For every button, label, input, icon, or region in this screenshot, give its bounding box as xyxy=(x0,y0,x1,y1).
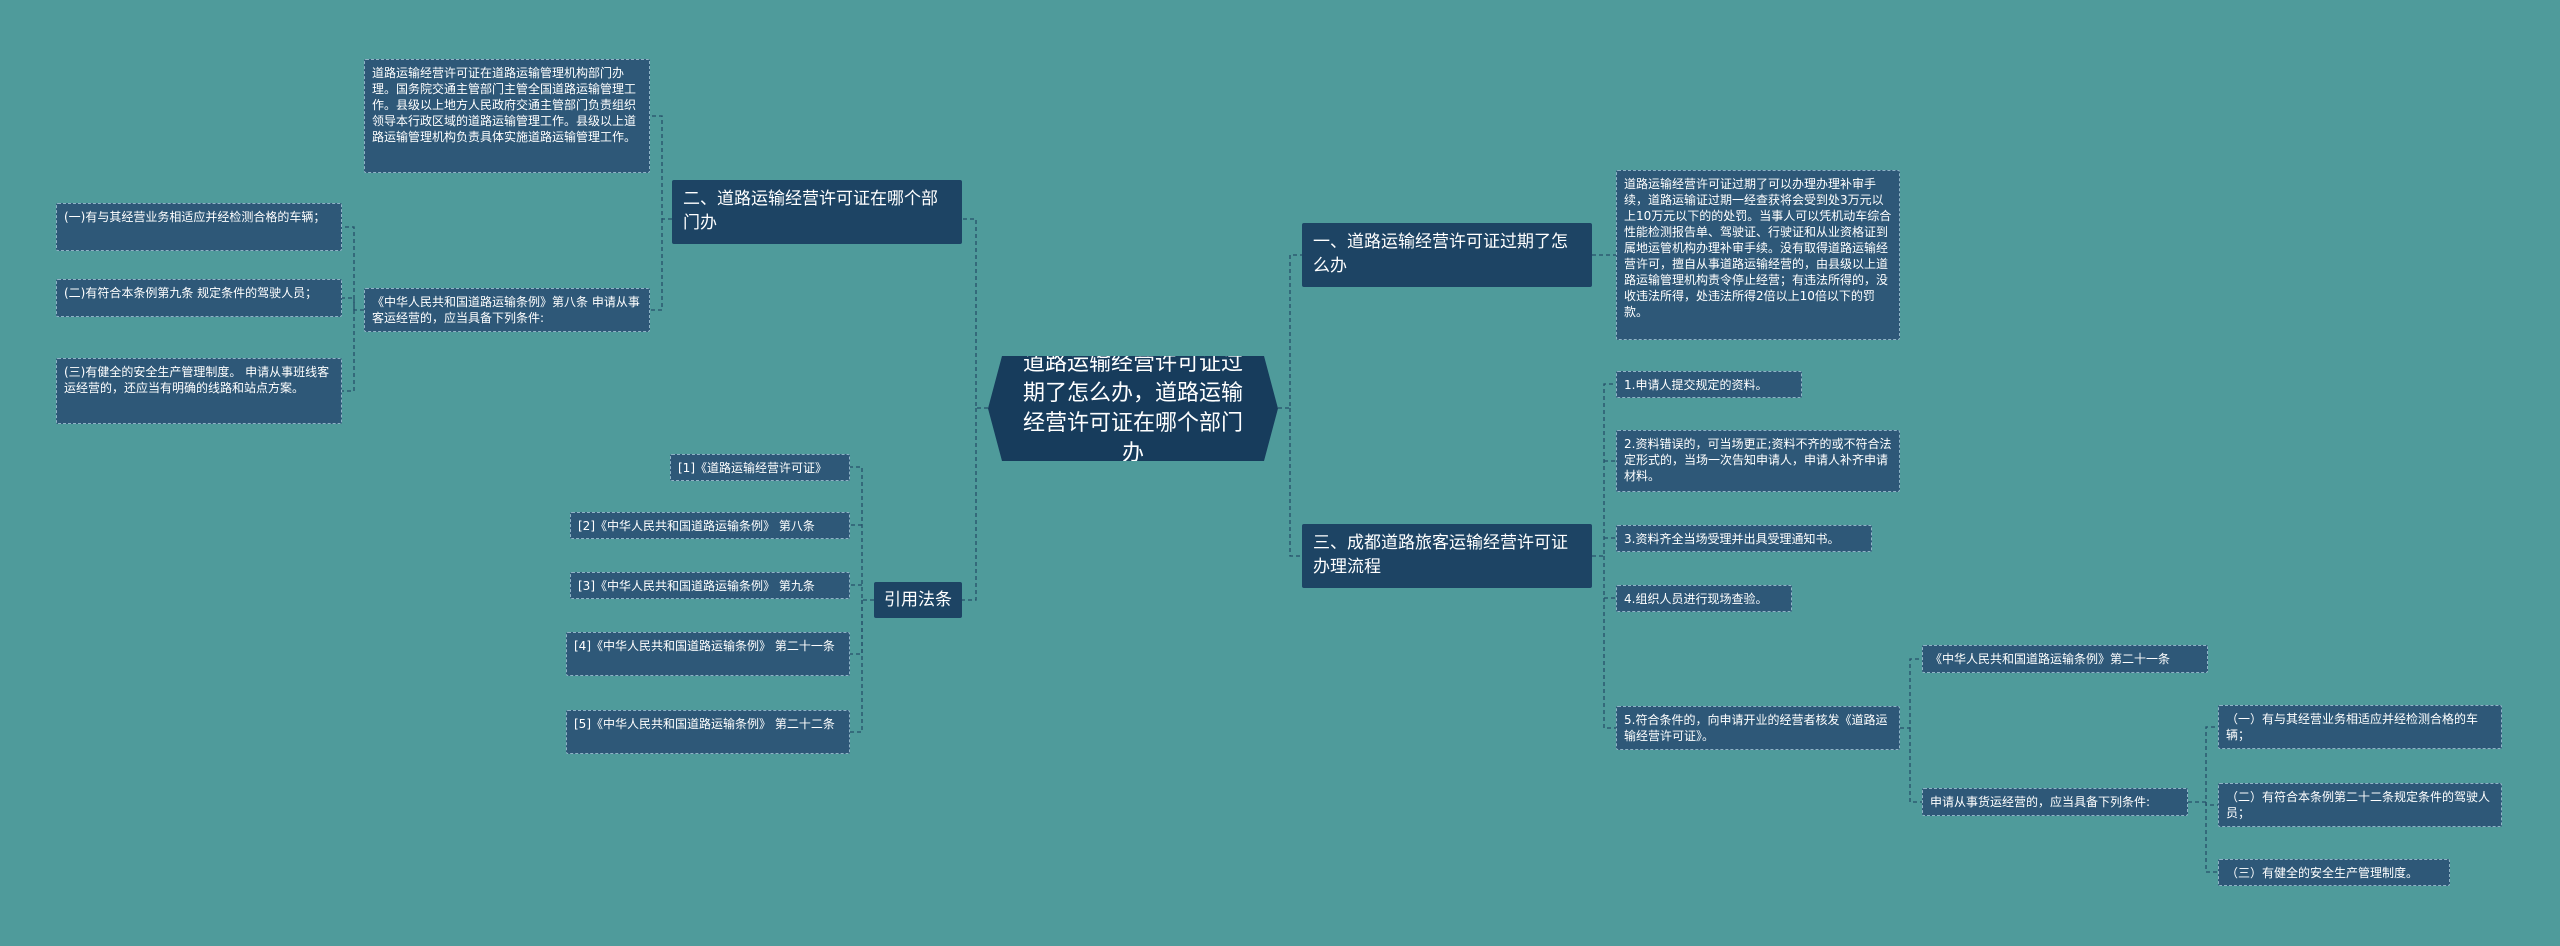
branch-2-law-text: 《中华人民共和国道路运输条例》第八条 申请从事客运经营的，应当具备下列条件: xyxy=(372,295,640,325)
ref-item-1-text: [1]《道路运输经营许可证》 xyxy=(678,461,827,475)
branch-3-law[interactable]: 《中华人民共和国道路运输条例》第二十一条 xyxy=(1922,645,2208,673)
branch-3-condition-2[interactable]: （二）有符合本条例第二十二条规定条件的驾驶人员； xyxy=(2218,783,2502,827)
branch-2-law[interactable]: 《中华人民共和国道路运输条例》第八条 申请从事客运经营的，应当具备下列条件: xyxy=(364,288,650,332)
branch-2-detail[interactable]: 道路运输经营许可证在道路运输管理机构部门办理。国务院交通主管部门主管全国道路运输… xyxy=(364,59,650,173)
ref-item-3[interactable]: [3]《中华人民共和国道路运输条例》 第九条 xyxy=(570,572,850,599)
branch-2-node[interactable]: 二、道路运输经营许可证在哪个部门办 xyxy=(672,180,962,244)
refs-node[interactable]: 引用法条 xyxy=(874,582,962,618)
branch-2-condition-3[interactable]: (三)有健全的安全生产管理制度。 申请从事班线客运经营的，还应当有明确的线路和站… xyxy=(56,358,342,424)
branch-3-condition-3[interactable]: （三）有健全的安全生产管理制度。 xyxy=(2218,859,2450,886)
branch-2-condition-1[interactable]: (一)有与其经营业务相适应并经检测合格的车辆； xyxy=(56,203,342,251)
step-5-text: 5.符合条件的，向申请开业的经营者核发《道路运输经营许可证》。 xyxy=(1624,713,1888,743)
ref-item-4-text: [4]《中华人民共和国道路运输条例》 第二十一条 xyxy=(574,639,835,653)
branch-1-detail-text: 道路运输经营许可证过期了可以办理办理补审手续，道路运输证过期一经查获将会受到处3… xyxy=(1624,177,1892,319)
step-2[interactable]: 2.资料错误的，可当场更正;资料不齐的或不符合法定形式的，当场一次告知申请人，申… xyxy=(1616,430,1900,492)
branch-3-title: 三、成都道路旅客运输经营许可证办理流程 xyxy=(1313,533,1568,577)
step-4[interactable]: 4.组织人员进行现场查验。 xyxy=(1616,585,1792,612)
root-topic[interactable]: 道路运输经营许可证过期了怎么办，道路运输经营许可证在哪个部门办 xyxy=(988,356,1278,461)
branch-1-node[interactable]: 一、道路运输经营许可证过期了怎么办 xyxy=(1302,223,1592,287)
branch-2-title: 二、道路运输经营许可证在哪个部门办 xyxy=(683,189,938,233)
branch-3-condition-1-text: （一）有与其经营业务相适应并经检测合格的车辆； xyxy=(2226,712,2479,742)
branch-2-condition-2-text: (二)有符合本条例第九条 规定条件的驾驶人员； xyxy=(64,286,318,300)
branch-3-condition-2-text: （二）有符合本条例第二十二条规定条件的驾驶人员； xyxy=(2226,790,2491,820)
branch-1-title: 一、道路运输经营许可证过期了怎么办 xyxy=(1313,232,1568,276)
ref-item-5-text: [5]《中华人民共和国道路运输条例》 第二十二条 xyxy=(574,717,835,731)
branch-2-condition-1-text: (一)有与其经营业务相适应并经检测合格的车辆； xyxy=(64,210,326,224)
branch-3-condition-1[interactable]: （一）有与其经营业务相适应并经检测合格的车辆； xyxy=(2218,705,2502,749)
ref-item-2-text: [2]《中华人民共和国道路运输条例》 第八条 xyxy=(578,519,815,533)
step-1[interactable]: 1.申请人提交规定的资料。 xyxy=(1616,371,1802,398)
branch-3-law-text: 《中华人民共和国道路运输条例》第二十一条 xyxy=(1930,652,2171,666)
step-4-text: 4.组织人员进行现场查验。 xyxy=(1624,592,1768,606)
ref-item-3-text: [3]《中华人民共和国道路运输条例》 第九条 xyxy=(578,579,815,593)
refs-title: 引用法条 xyxy=(884,590,952,610)
ref-item-5[interactable]: [5]《中华人民共和国道路运输条例》 第二十二条 xyxy=(566,710,850,754)
branch-3-node[interactable]: 三、成都道路旅客运输经营许可证办理流程 xyxy=(1302,524,1592,588)
step-1-text: 1.申请人提交规定的资料。 xyxy=(1624,378,1768,392)
root-topic-text: 道路运输经营许可证过期了怎么办，道路运输经营许可证在哪个部门办 xyxy=(1022,350,1243,466)
step-5[interactable]: 5.符合条件的，向申请开业的经营者核发《道路运输经营许可证》。 xyxy=(1616,706,1900,750)
ref-item-2[interactable]: [2]《中华人民共和国道路运输条例》 第八条 xyxy=(570,512,850,539)
branch-2-condition-2[interactable]: (二)有符合本条例第九条 规定条件的驾驶人员； xyxy=(56,279,342,317)
step-3[interactable]: 3.资料齐全当场受理并出具受理通知书。 xyxy=(1616,525,1872,552)
branch-3-law-intro[interactable]: 申请从事货运经营的，应当具备下列条件: xyxy=(1922,788,2188,816)
branch-3-condition-3-text: （三）有健全的安全生产管理制度。 xyxy=(2226,866,2419,880)
step-3-text: 3.资料齐全当场受理并出具受理通知书。 xyxy=(1624,532,1840,546)
branch-1-detail[interactable]: 道路运输经营许可证过期了可以办理办理补审手续，道路运输证过期一经查获将会受到处3… xyxy=(1616,170,1900,340)
ref-item-1[interactable]: [1]《道路运输经营许可证》 xyxy=(670,454,850,481)
step-2-text: 2.资料错误的，可当场更正;资料不齐的或不符合法定形式的，当场一次告知申请人，申… xyxy=(1624,437,1892,483)
branch-2-detail-text: 道路运输经营许可证在道路运输管理机构部门办理。国务院交通主管部门主管全国道路运输… xyxy=(372,66,637,144)
ref-item-4[interactable]: [4]《中华人民共和国道路运输条例》 第二十一条 xyxy=(566,632,850,676)
branch-2-condition-3-text: (三)有健全的安全生产管理制度。 申请从事班线客运经营的，还应当有明确的线路和站… xyxy=(64,365,330,395)
branch-3-law-intro-text: 申请从事货运经营的，应当具备下列条件: xyxy=(1930,795,2151,809)
